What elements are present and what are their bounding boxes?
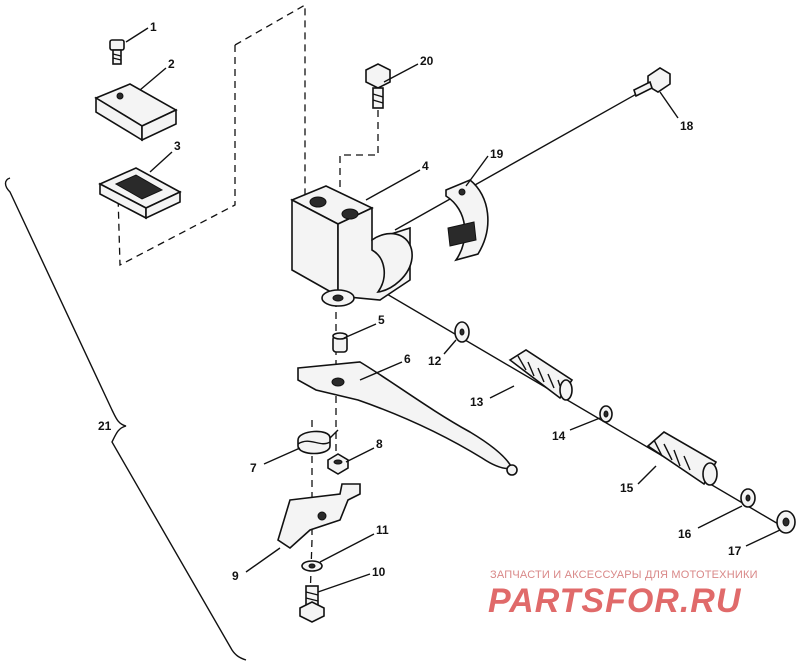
callout-5: 5	[378, 313, 385, 327]
pivot-axis-line	[379, 289, 781, 526]
callout-17: 17	[728, 544, 742, 558]
washer-part-14	[599, 405, 613, 423]
callout-20: 20	[420, 54, 434, 68]
reservoir-cover-part-2	[94, 83, 178, 142]
screw-part-1	[109, 39, 125, 65]
callout-3: 3	[174, 139, 181, 153]
washer-part-12	[454, 321, 470, 343]
callout-19: 19	[490, 147, 504, 161]
diaphragm-part-3	[98, 167, 182, 220]
assembly-bracket	[4, 177, 247, 661]
callout-2: 2	[168, 57, 175, 71]
bracket-part-9	[277, 483, 361, 550]
assembly-line-cover	[234, 3, 306, 195]
master-cylinder-part-4	[290, 185, 413, 307]
callout-12: 12	[428, 354, 442, 368]
callout-8: 8	[376, 437, 383, 451]
callout-18: 18	[680, 119, 694, 133]
bolt-part-18	[633, 67, 671, 98]
callout-4: 4	[422, 159, 429, 173]
lever-part-6	[297, 361, 518, 476]
washer-part-16	[740, 488, 756, 508]
assembly-line-left	[117, 45, 236, 267]
callout-10: 10	[372, 565, 386, 579]
assembly-line-lower	[309, 420, 313, 601]
callout-9: 9	[232, 569, 239, 583]
callout-11: 11	[376, 523, 389, 537]
callout-1: 1	[150, 20, 157, 34]
bolt18-axis-line	[394, 91, 641, 231]
callout-15: 15	[620, 481, 634, 495]
piston-part-15	[646, 431, 718, 486]
bolt-part-20	[365, 63, 391, 109]
callout-14: 14	[552, 429, 566, 443]
clamp-part-19	[445, 179, 489, 262]
callout-13: 13	[470, 395, 484, 409]
boot-part-13	[508, 349, 574, 401]
callout-6: 6	[404, 352, 411, 366]
callout-21: 21	[98, 419, 112, 433]
leader-lines	[125, 27, 781, 593]
screw-part-10	[299, 585, 325, 623]
spring-part-7	[297, 429, 339, 455]
callout-7: 7	[250, 461, 257, 475]
callout-16: 16	[678, 527, 692, 541]
washer-part-17	[776, 510, 796, 534]
watermark-logo: PARTSFOR.RU	[488, 582, 742, 620]
watermark-caption: ЗАПЧАСТИ И АКСЕССУАРЫ ДЛЯ МОТОТЕХНИКИ	[490, 569, 758, 581]
bushing-part-5	[332, 332, 348, 353]
washer-part-11	[301, 560, 323, 572]
nut-part-8	[327, 453, 349, 475]
